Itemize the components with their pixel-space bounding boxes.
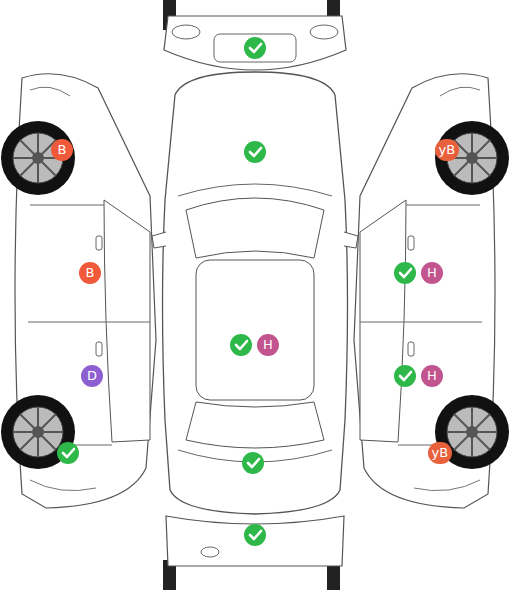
damage-badge: B (79, 262, 101, 284)
headlight (310, 25, 338, 39)
rear-bumper (166, 516, 344, 566)
roof (196, 260, 314, 400)
damage-badge: B (51, 139, 73, 161)
damage-code: B (58, 142, 67, 157)
grille (214, 34, 296, 62)
windshield (186, 198, 324, 258)
damage-code: H (427, 265, 437, 280)
damage-badge: yB (428, 442, 453, 464)
rear-window (186, 402, 324, 448)
damage-badge: H (257, 334, 279, 356)
hood-line (178, 184, 332, 196)
ok-check (244, 37, 266, 59)
damage-badge: D (81, 365, 103, 387)
ok-check (230, 334, 252, 356)
damage-code: yB (439, 142, 456, 157)
damage-badge: H (421, 365, 443, 387)
ok-check (244, 524, 266, 546)
damage-code: yB (432, 445, 449, 460)
mirror (344, 232, 358, 248)
exhaust (201, 547, 219, 557)
mirror (152, 232, 166, 248)
ok-check (394, 262, 416, 284)
damage-code: H (263, 337, 273, 352)
left-side-view (1, 74, 156, 508)
damage-code: D (87, 368, 97, 383)
damage-code: H (427, 368, 437, 383)
ok-check (394, 365, 416, 387)
right-side-view (354, 74, 509, 508)
ok-check (244, 141, 266, 163)
headlight (172, 25, 200, 39)
damage-badge: yB (435, 139, 460, 161)
front-bumper (164, 16, 346, 70)
ok-check (57, 442, 79, 464)
car-body-top (163, 72, 348, 514)
ok-check (242, 452, 264, 474)
damage-badge: H (421, 262, 443, 284)
damage-code: B (86, 265, 95, 280)
